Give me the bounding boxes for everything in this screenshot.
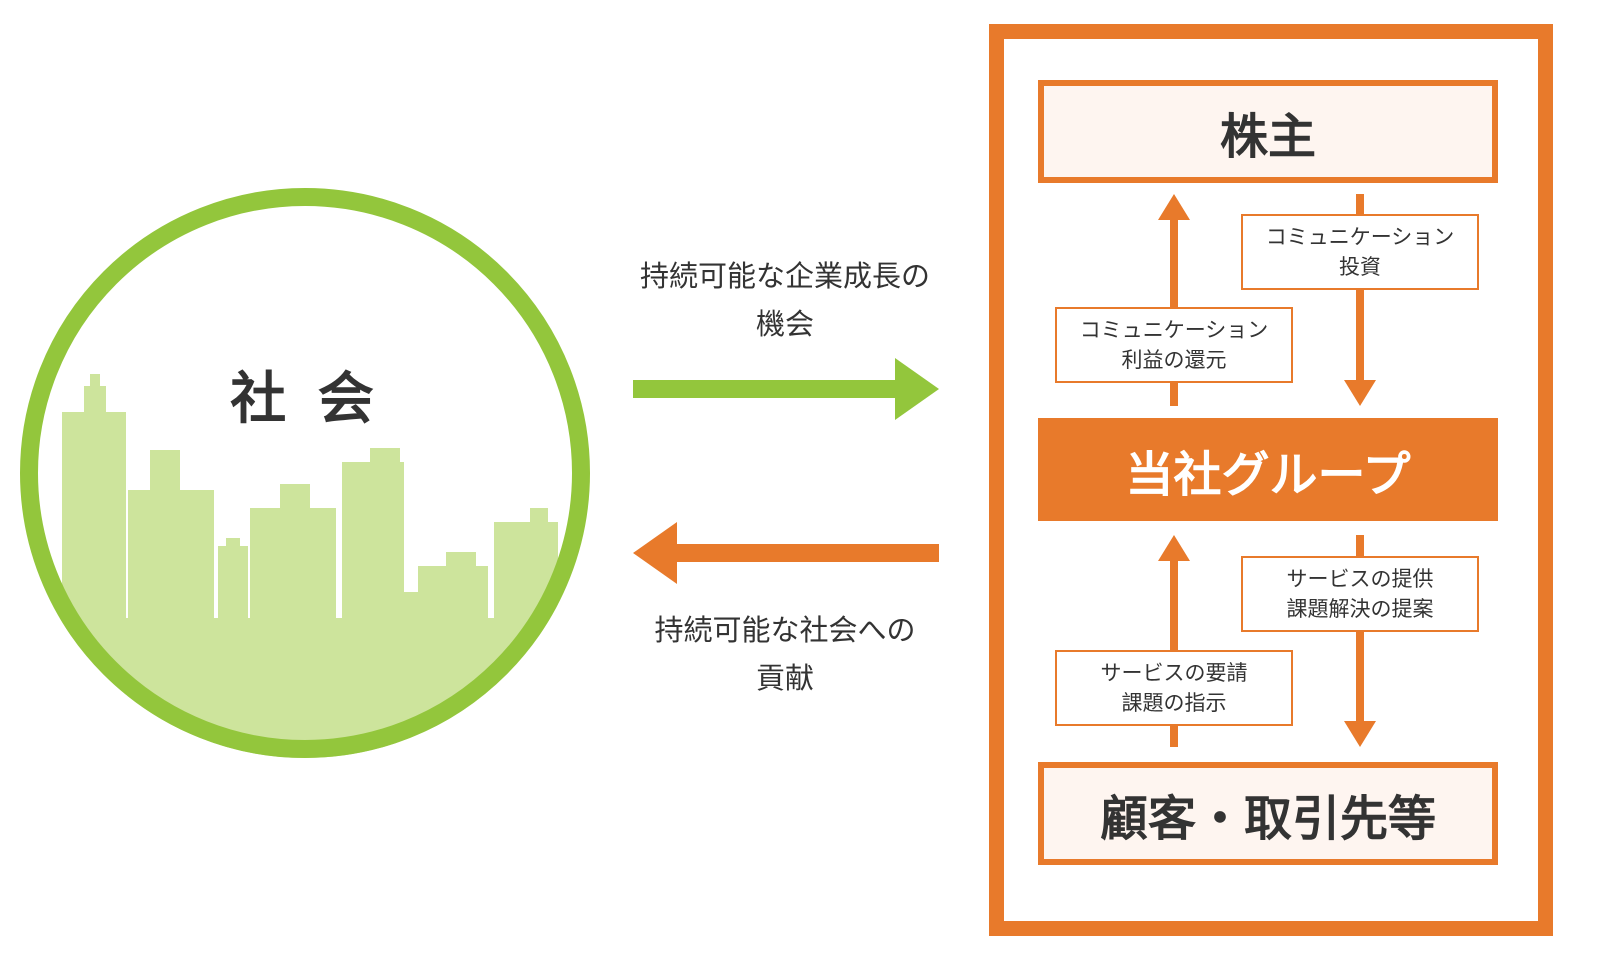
contribution-label-line2: 貢献 xyxy=(755,661,814,695)
service-provision-flow-label: サービスの提供 課題解決の提案 xyxy=(1241,556,1479,632)
society-ring xyxy=(20,188,590,758)
customers-box: 顧客・取引先等 xyxy=(1038,762,1498,865)
society-title: 社 会 xyxy=(230,367,380,432)
service-request-flow-label: サービスの要請 課題の指示 xyxy=(1055,650,1293,726)
return-flow-line1: コミュニケーション xyxy=(1079,318,1269,342)
opportunity-label: 持続可能な企業成長の 機会 xyxy=(605,252,965,348)
service-request-line2: 課題の指示 xyxy=(1121,691,1227,715)
opportunity-label-line1: 持続可能な企業成長の xyxy=(639,259,930,293)
service-request-line1: サービスの要請 xyxy=(1100,661,1248,685)
investment-flow-line1: コミュニケーション xyxy=(1265,225,1455,249)
contribution-label: 持続可能な社会への 貢献 xyxy=(605,606,965,702)
shareholders-box: 株主 xyxy=(1038,80,1498,183)
investment-flow-line2: 投資 xyxy=(1339,255,1381,279)
return-flow-label: コミュニケーション 利益の還元 xyxy=(1055,307,1293,383)
company-group-box: 当社グループ xyxy=(1038,418,1498,521)
arrow-left-icon xyxy=(633,522,939,584)
service-provision-line2: 課題解決の提案 xyxy=(1286,597,1434,621)
return-flow-line2: 利益の還元 xyxy=(1121,348,1227,372)
arrow-right-icon xyxy=(633,358,939,420)
opportunity-label-line2: 機会 xyxy=(755,307,814,341)
investment-flow-label: コミュニケーション 投資 xyxy=(1241,214,1479,290)
service-provision-line1: サービスの提供 xyxy=(1286,567,1434,591)
contribution-label-line1: 持続可能な社会への xyxy=(654,613,916,647)
